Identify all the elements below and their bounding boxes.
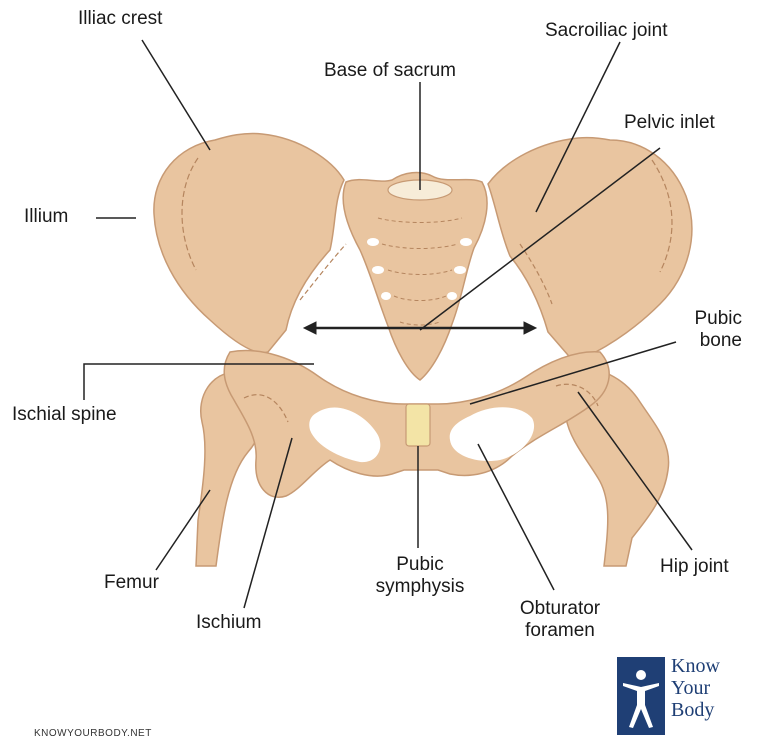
label-ischial-spine: Ischial spine [12, 404, 117, 426]
watermark: KNOWYOURBODY.NET [34, 728, 152, 739]
logo-line-1: Know [671, 655, 720, 677]
label-pubic-symphysis-line2: symphysis [360, 576, 480, 598]
person-figure-icon [617, 657, 665, 735]
label-pubic-symphysis-line1: Pubic [360, 554, 480, 576]
label-ilium: Illium [24, 206, 68, 228]
label-iliac-crest: Illiac crest [78, 8, 162, 30]
label-obturator-foramen: Obturator foramen [500, 598, 620, 642]
label-pubic-bone-line2: bone [664, 330, 742, 352]
label-pubic-symphysis: Pubic symphysis [360, 554, 480, 598]
logo-text: Know Your Body [671, 655, 720, 721]
logo-line-2: Your [671, 677, 720, 699]
label-obturator-foramen-line1: Obturator [500, 598, 620, 620]
label-obturator-foramen-line2: foramen [500, 620, 620, 642]
label-femur: Femur [104, 572, 159, 594]
label-sacroiliac-joint: Sacroiliac joint [545, 20, 668, 42]
sacrum [343, 173, 487, 380]
label-hip-joint: Hip joint [660, 556, 729, 578]
label-base-of-sacrum: Base of sacrum [324, 60, 456, 82]
left-ilium [154, 133, 346, 352]
know-your-body-logo: Know Your Body [617, 657, 757, 737]
label-pubic-bone-line1: Pubic [664, 308, 742, 330]
label-pubic-bone: Pubic bone [664, 308, 742, 352]
logo-line-3: Body [671, 699, 720, 721]
label-ischium: Ischium [196, 612, 261, 634]
label-pelvic-inlet: Pelvic inlet [624, 112, 715, 134]
